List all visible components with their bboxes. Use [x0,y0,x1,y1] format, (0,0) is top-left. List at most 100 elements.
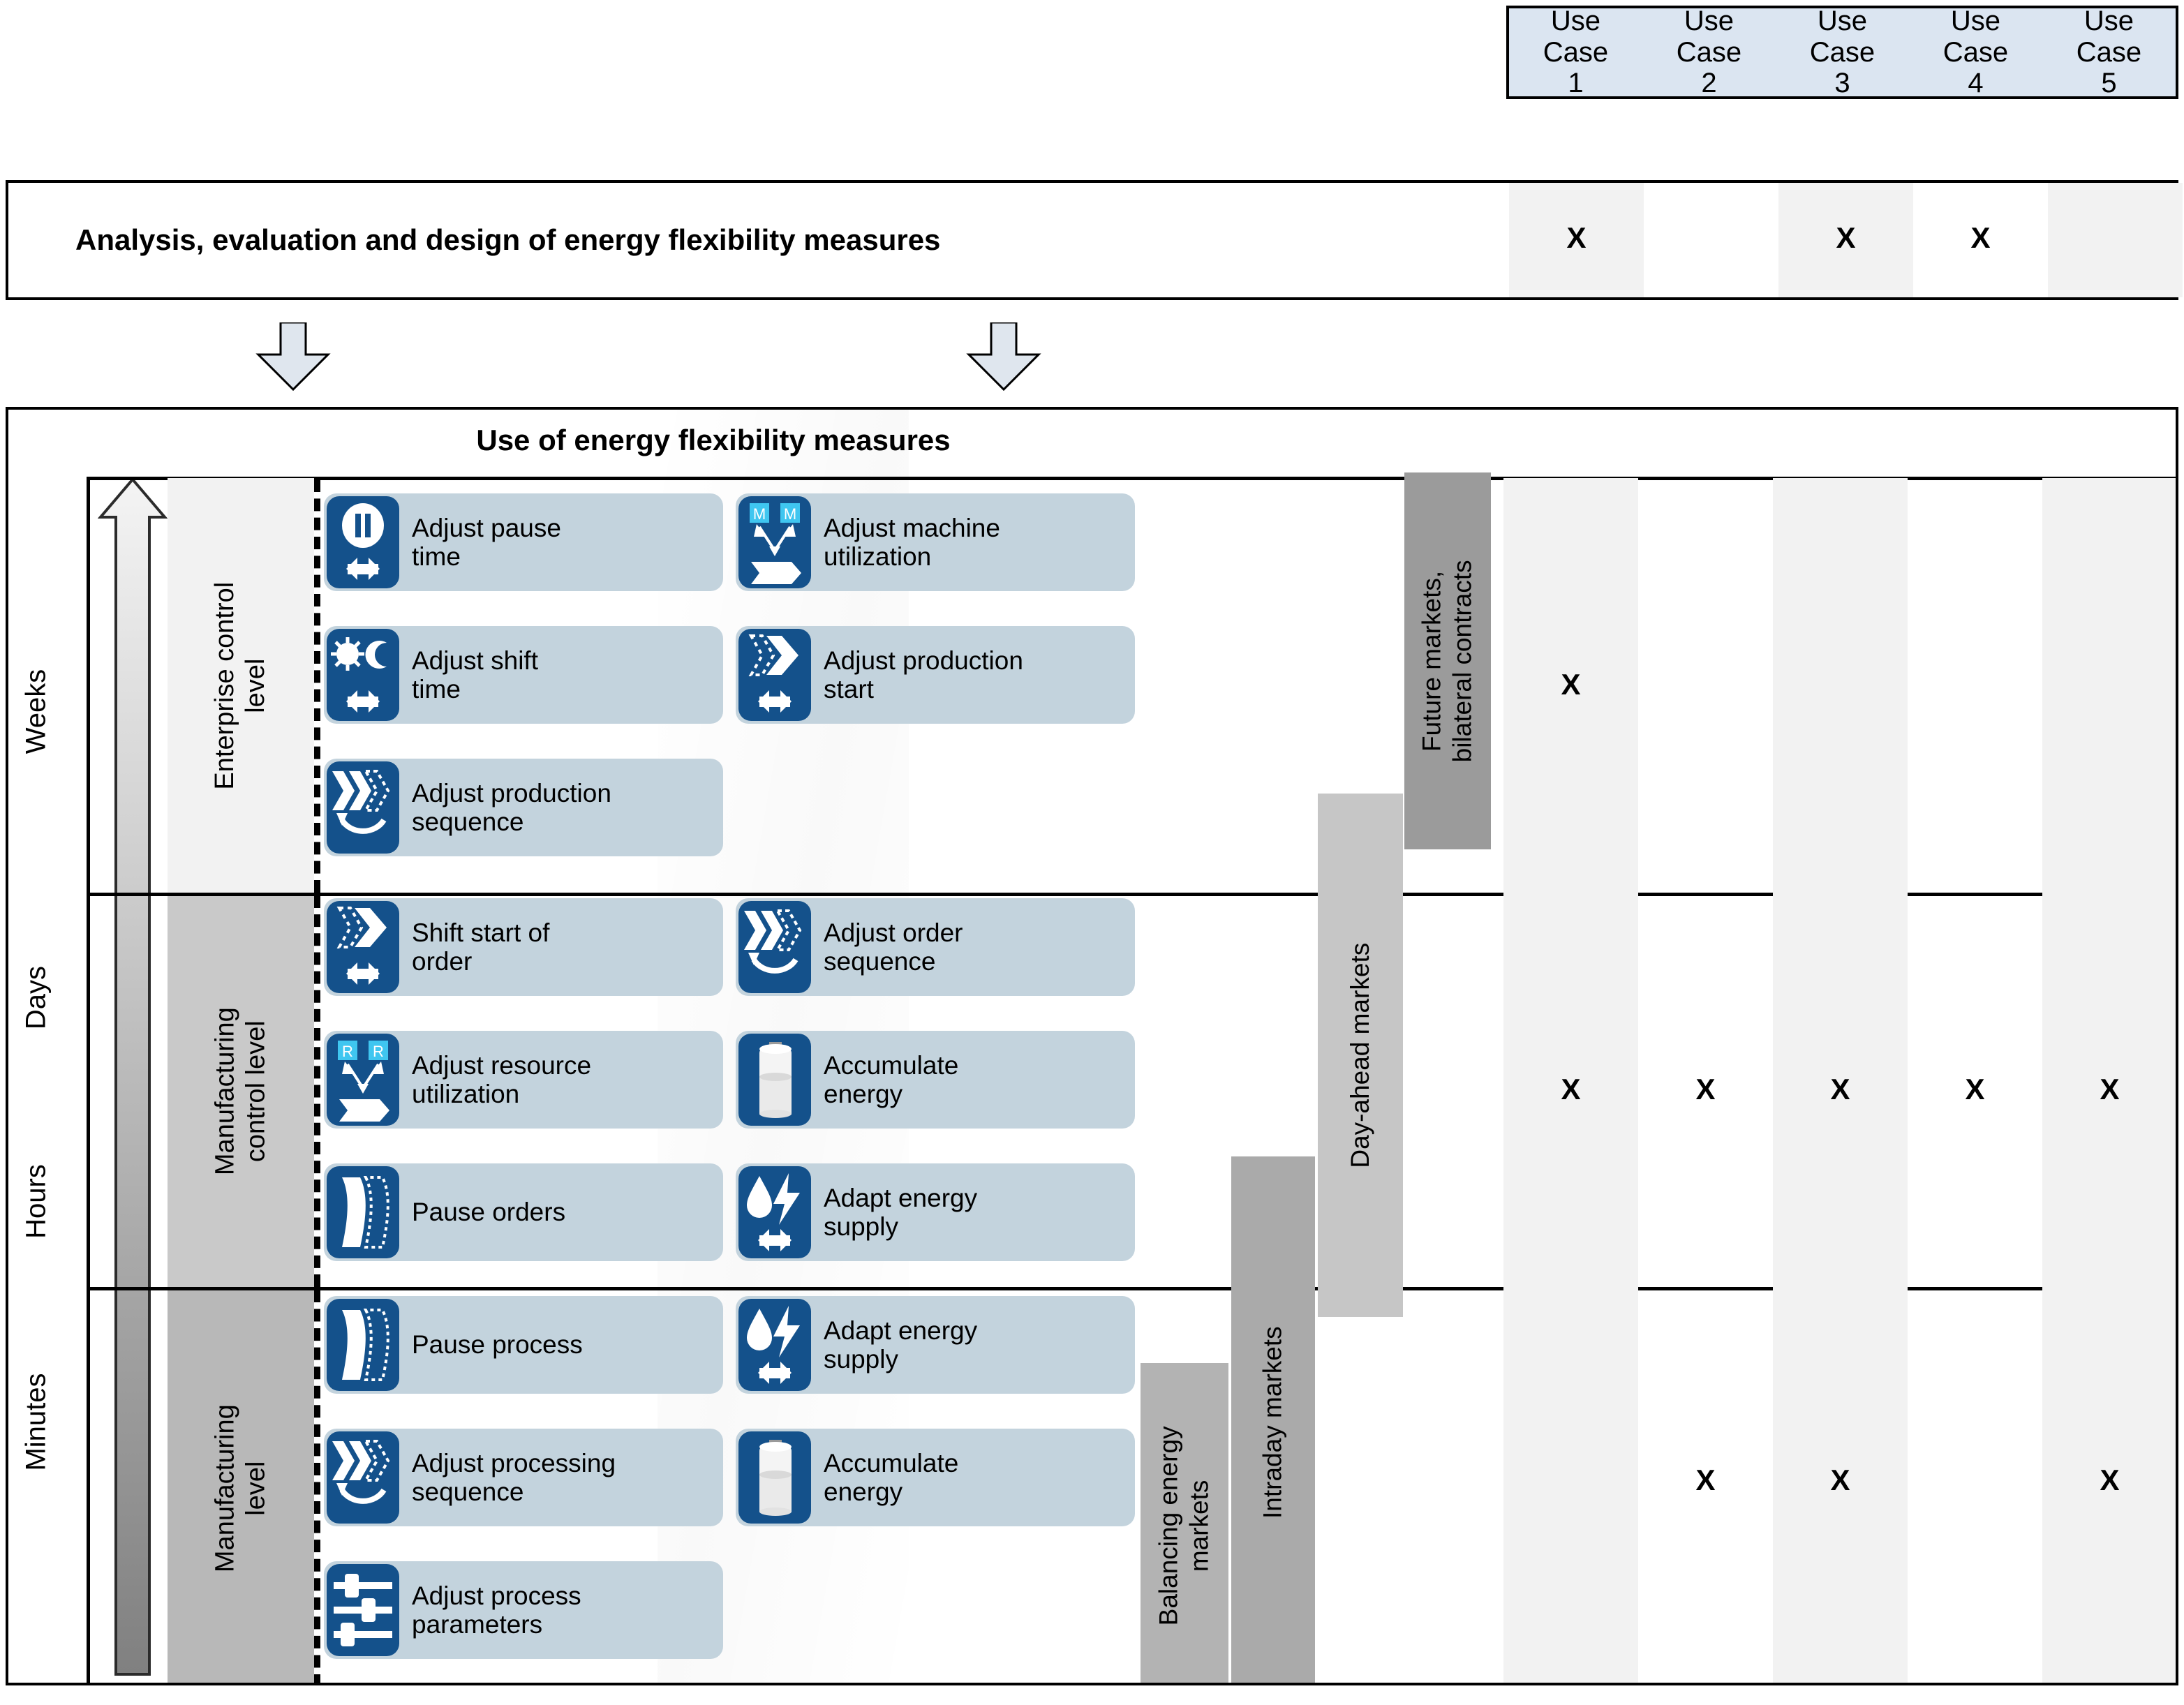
use-case-2-line2: Case [1676,36,1742,68]
sliders-icon [327,1564,399,1656]
mark-mfg-control-uc4: X [1965,1073,1985,1105]
use-case-2-line3: 2 [1701,68,1717,99]
pause-resize-icon [327,496,399,588]
use-case-1-line2: Case [1543,36,1609,68]
analysis-shade-3 [1778,183,1913,297]
analysis-shade-1 [1509,183,1644,297]
dashed-divider-mfg [314,1290,320,1683]
use-case-header-col-1: Use Case 1 [1509,6,1642,99]
pause-wave-icon [327,1166,399,1258]
row-separator-1 [87,893,2176,896]
dashed-divider-mfg-control [314,895,320,1287]
main-title: Use of energy flexibility measures [476,424,951,456]
svg-text:M: M [753,505,766,523]
market-bar-intraday-label: Intraday markets [1258,1326,1287,1519]
battery-icon [738,1034,811,1126]
machine-allocation-icon: M M [738,496,811,588]
use-case-3-line3: 3 [1834,68,1850,99]
analysis-row-label: Analysis, evaluation and design of energ… [75,223,941,256]
use-case-header-col-2: Use Case 2 [1642,5,1776,99]
use-case-header-col-5: Use Case 5 [2042,5,2176,99]
market-bar-intraday: Intraday markets [1231,1156,1315,1683]
mark-mfg-uc2: X [1695,1464,1716,1496]
resequence-icon [327,761,399,854]
svg-text:R: R [373,1043,384,1060]
time-axis-up-arrow-icon [98,477,168,1676]
main-diagram: Use of energy flexibility measures Weeks… [6,407,2178,1685]
mark-mfg-control-uc3: X [1830,1073,1850,1105]
use-case-5-line3: 5 [2101,68,2117,99]
analysis-mark-uc1: X [1566,221,1587,254]
main-shade-uc3 [1773,478,1908,1683]
row-separator-2 [87,1287,2176,1290]
analysis-shade-5 [2048,183,2183,297]
use-case-3-line2: Case [1809,36,1875,68]
time-label-days: Days [20,965,52,1030]
market-bar-day-ahead-label: Day-ahead markets [1345,942,1374,1168]
market-bar-future-label: Future markets,bilateral contracts [1417,560,1477,762]
card-label: Pause orders [412,1198,566,1227]
use-case-3-line1: Use [1817,5,1868,36]
battery-icon [738,1431,811,1524]
card-pause-process[interactable]: Pause process [324,1296,723,1394]
analysis-mark-uc3: X [1836,221,1856,254]
down-arrow-icon-right [966,322,1041,391]
chevron-shift-icon [738,629,811,721]
svg-text:M: M [784,505,796,523]
chevron-shift-icon [327,901,399,993]
resequence-icon [738,901,811,993]
level-region-top-border [87,477,2176,480]
mark-mfg-uc3: X [1830,1464,1850,1496]
resource-allocation-icon: R R [327,1034,399,1126]
down-arrow-icon-left [255,322,331,391]
use-case-header: Use Case 1 Use Case 2 Use Case 3 Use Cas… [1506,6,2178,99]
use-case-header-col-4: Use Case 4 [1909,6,2042,99]
use-case-5-line1: Use [2083,5,2134,36]
time-label-minutes: Minutes [20,1373,52,1471]
main-shade-uc1 [1503,478,1638,1683]
market-bar-day-ahead: Day-ahead markets [1318,794,1403,1317]
mark-mfg-control-uc2: X [1695,1073,1716,1105]
use-case-4-line3: 4 [1968,68,1984,99]
mark-enterprise-uc1: X [1561,668,1581,701]
use-case-2-line1: Use [1684,5,1734,36]
resequence-icon [327,1431,399,1524]
card-pause-orders[interactable]: Pause orders [324,1163,723,1261]
card-label: Pause process [412,1330,583,1360]
market-bar-future: Future markets,bilateral contracts [1404,472,1491,849]
mark-mfg-uc5: X [2100,1464,2120,1496]
use-case-header-col-3: Use Case 3 [1776,5,1909,99]
